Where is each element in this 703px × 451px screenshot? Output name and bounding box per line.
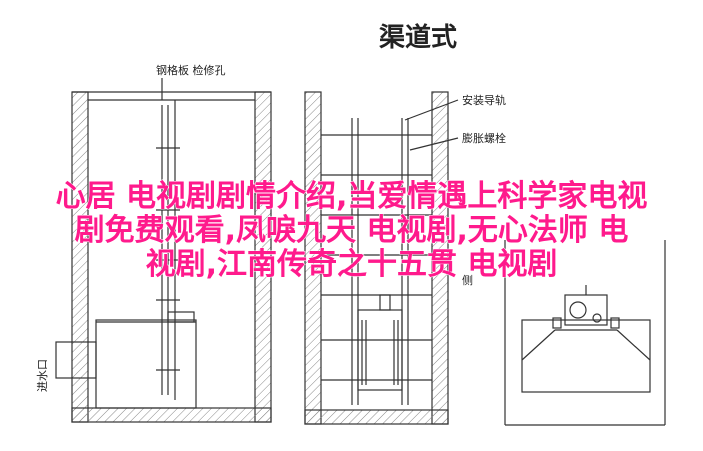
- label-guide-rail: 安装导轨: [462, 93, 506, 107]
- label-steel-grating: 钢格板 检修孔: [156, 63, 226, 77]
- label-pipe-partial: 侧: [462, 274, 473, 287]
- middle-section-view: [304, 91, 459, 425]
- overlay-line-1: 心居 电视剧剧情介绍,当爱情遇上科学家电视: [55, 179, 648, 214]
- diagram-title: 渠道式: [379, 22, 457, 53]
- label-inlet: 进水口: [36, 359, 49, 392]
- overlay-line-3: 视剧,江南传奇之十五贯 电视剧: [145, 247, 558, 282]
- overlay-title-text: 心居 电视剧剧情介绍,当爱情遇上科学家电视 剧免费观看,凤唳九天 电视剧,无心法…: [0, 179, 703, 282]
- left-section-view: [55, 78, 272, 423]
- label-expansion-bolt: 膨胀螺栓: [462, 131, 506, 145]
- overlay-line-2: 剧免费观看,凤唳九天 电视剧,无心法师 电: [74, 213, 629, 248]
- right-section-view: [504, 240, 666, 426]
